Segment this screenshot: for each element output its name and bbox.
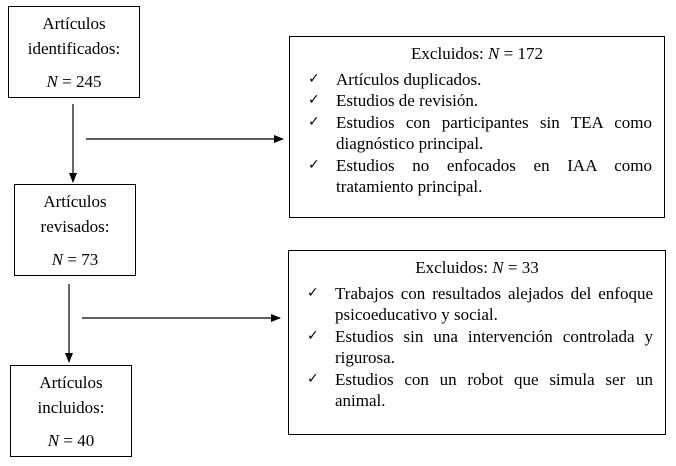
checkmark-icon: ✓ xyxy=(308,113,320,130)
n-symbol: N xyxy=(492,258,504,277)
stage-identified-label-2: identificados: xyxy=(27,38,121,58)
exclusion-title-text: Excluidos: xyxy=(415,258,489,277)
exclusion-item-text: Estudios sin una intervención controlada… xyxy=(335,326,653,368)
stage-identified-count: N = 245 xyxy=(47,69,102,94)
exclusion-item: ✓ Estudios de revisión. xyxy=(308,90,652,112)
stage-identified-label-1: Artículos xyxy=(42,13,106,33)
exclusion-item: ✓ Estudios sin una intervención controlad… xyxy=(307,326,653,369)
n-symbol: N xyxy=(47,430,60,450)
n-symbol: N xyxy=(46,71,58,91)
checkmark-icon: ✓ xyxy=(307,327,319,344)
stage-reviewed-label-1: Artículos xyxy=(43,191,107,211)
exclusion-item-text: Trabajos con resultados alejados del enf… xyxy=(335,283,653,325)
exclusion-title-1: Excluidos: N = 172 xyxy=(290,43,664,65)
stage-identified-box: Artículos identificados: N = 245 xyxy=(8,6,140,98)
n-symbol: N xyxy=(488,44,500,63)
stage-included-label-1: Artículos xyxy=(39,372,103,392)
exclusion-item: ✓ Artículos duplicados. xyxy=(308,69,652,91)
exclusion-count: = 172 xyxy=(503,44,543,63)
exclusion-list-2: ✓ Trabajos con resultados alejados del en… xyxy=(289,283,665,412)
exclusion-box-1: Excluidos: N = 172 ✓ Artículos duplicados… xyxy=(289,36,665,218)
exclusion-item: ✓ Estudios con participantes sin TEA como… xyxy=(308,112,652,155)
stage-reviewed-count: N = 73 xyxy=(52,247,98,272)
stage-included-count: N = 40 xyxy=(48,428,94,453)
stage-reviewed-box: Artículos revisados: N = 73 xyxy=(14,184,136,276)
exclusion-item: ✓ Estudios con un robot que simula ser un… xyxy=(307,369,653,412)
n-symbol: N xyxy=(51,249,64,269)
stage-reviewed-label-2: revisados: xyxy=(40,216,110,236)
exclusion-item: ✓ Trabajos con resultados alejados del en… xyxy=(307,283,653,326)
exclusion-item-text: Artículos duplicados. xyxy=(336,69,482,89)
checkmark-icon: ✓ xyxy=(308,70,320,87)
exclusion-item: ✓ Estudios no enfocados en IAA como trata… xyxy=(308,155,652,198)
count-value: = 245 xyxy=(62,71,102,91)
exclusion-item-text: Estudios de revisión. xyxy=(336,91,479,110)
checkmark-icon: ✓ xyxy=(307,284,319,301)
checkmark-icon: ✓ xyxy=(308,156,320,173)
count-value: = 40 xyxy=(63,430,95,450)
stage-included-label-2: incluidos: xyxy=(37,397,105,417)
count-value: = 73 xyxy=(67,249,99,269)
exclusion-box-2: Excluidos: N = 33 ✓ Trabajos con resultad… xyxy=(288,250,666,435)
exclusion-item-text: Estudios con un robot que simula ser un … xyxy=(335,369,653,411)
exclusion-count: = 33 xyxy=(507,258,539,277)
exclusion-item-text: Estudios no enfocados en IAA como tratam… xyxy=(336,155,652,197)
stage-included-box: Artículos incluidos: N = 40 xyxy=(10,365,132,457)
exclusion-item-text: Estudios con participantes sin TEA como … xyxy=(336,112,652,154)
exclusion-title-2: Excluidos: N = 33 xyxy=(289,257,665,279)
exclusion-title-text: Excluidos: xyxy=(411,44,484,63)
checkmark-icon: ✓ xyxy=(308,92,320,108)
exclusion-list-1: ✓ Artículos duplicados. ✓ Estudios de revi… xyxy=(290,69,664,198)
checkmark-icon: ✓ xyxy=(307,370,319,387)
